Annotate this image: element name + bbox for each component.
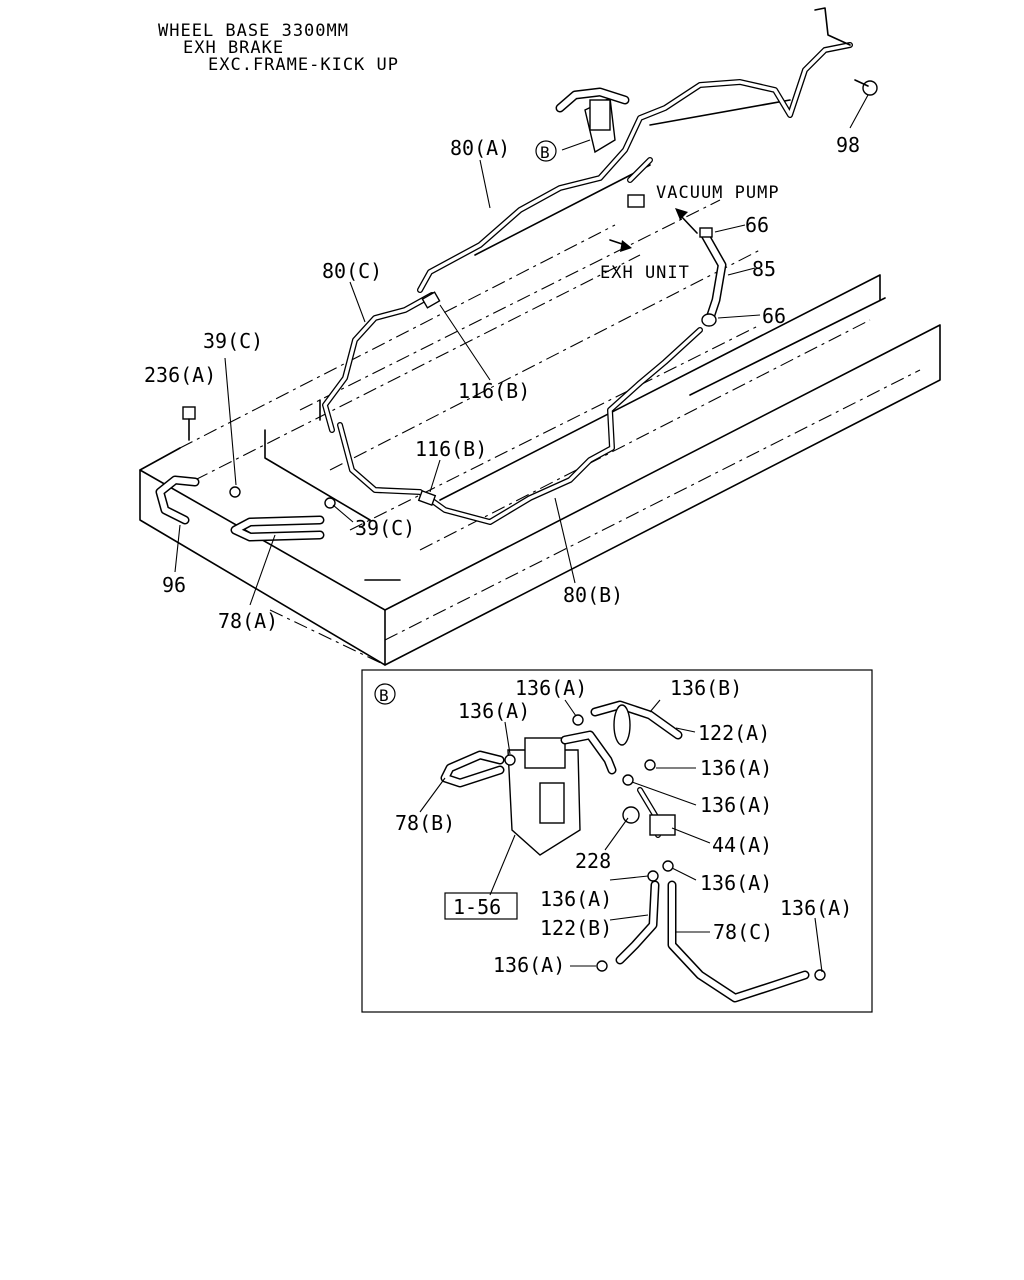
- exh-brake-valve-assembly: [555, 87, 630, 154]
- detail-b-marker: B: [379, 686, 389, 705]
- clip-39c: [229, 486, 336, 509]
- callout-116b-top: 116(B): [458, 379, 530, 403]
- detail-label-136a-8: 136(A): [493, 953, 565, 977]
- direction-arrows: [609, 208, 698, 252]
- ref-1-56-box: [444, 892, 518, 920]
- hose-85: [700, 230, 727, 323]
- detail-label-78b: 78(B): [395, 811, 455, 835]
- callout-85: 85: [752, 257, 776, 281]
- pipe-80a: [417, 42, 853, 293]
- detail-b-frame: [361, 669, 873, 1013]
- detail-filter-assembly: [440, 730, 617, 856]
- connectors-116b: [417, 291, 441, 506]
- bracket-98: [814, 7, 878, 96]
- callout-98: 98: [836, 133, 860, 157]
- callout-vacuum-pump: VACUUM PUMP: [656, 183, 780, 203]
- detail-hose-122b: [615, 880, 660, 965]
- header-line-2: EXH BRAKE: [183, 38, 284, 58]
- header-line-3: EXC.FRAME-KICK UP: [208, 55, 399, 75]
- detail-valve-44a: [622, 787, 676, 838]
- callout-80b: 80(B): [563, 583, 623, 607]
- main-callouts: 98 80(A) B VACUUM PUMP 66 EXH UNIT 85 66…: [144, 133, 860, 633]
- detail-label-44a: 44(A): [712, 833, 772, 857]
- detail-label-136b: 136(B): [670, 676, 742, 700]
- callout-236a: 236(A): [144, 363, 216, 387]
- callout-66-top: 66: [745, 213, 769, 237]
- detail-b-panel: B: [361, 669, 873, 1013]
- ref-1-56: 1-56: [453, 895, 501, 919]
- connector-upper: [627, 157, 653, 208]
- detail-label-136a-2: 136(A): [458, 699, 530, 723]
- detail-label-136a-6: 136(A): [700, 871, 772, 895]
- pipe-80c: [322, 292, 435, 433]
- detail-label-122b: 122(B): [540, 916, 612, 940]
- hose-96: [155, 475, 200, 525]
- detail-label-136a-3: 136(A): [700, 756, 772, 780]
- callout-96: 96: [162, 573, 186, 597]
- detail-label-78c: 78(C): [713, 920, 773, 944]
- clamps-66: [699, 227, 717, 327]
- callout-80c: 80(C): [322, 259, 382, 283]
- detail-b-marker-circle: [374, 683, 396, 705]
- callout-66-bot: 66: [762, 304, 786, 328]
- callout-116b-bot: 116(B): [415, 437, 487, 461]
- callout-b-circle: [535, 140, 557, 162]
- detail-label-136a-5: 136(A): [540, 887, 612, 911]
- detail-label-136a-7: 136(A): [780, 896, 852, 920]
- hose-78a: [230, 515, 325, 542]
- bolt-236a: [182, 406, 196, 441]
- detail-label-122a: 122(A): [698, 721, 770, 745]
- detail-label-228: 228: [575, 849, 611, 873]
- frame-rail: [139, 99, 941, 666]
- callout-78a: 78(A): [218, 609, 278, 633]
- detail-hose-136b: [590, 700, 683, 746]
- main-leaders: [174, 94, 869, 606]
- callout-39c-top: 39(C): [203, 329, 263, 353]
- detail-clamps: [504, 714, 826, 981]
- callout-80a: 80(A): [450, 136, 510, 160]
- pipe-80b: [337, 327, 703, 525]
- diagram-header: WHEEL BASE 3300MM EXH BRAKE EXC.FRAME-KI…: [158, 21, 399, 75]
- callout-39c-bot: 39(C): [355, 516, 415, 540]
- detail-label-136a-1: 136(A): [515, 676, 587, 700]
- detail-leaders: [419, 699, 823, 973]
- callout-exh-unit: EXH UNIT: [600, 263, 690, 283]
- header-line-1: WHEEL BASE 3300MM: [158, 21, 349, 41]
- detail-hose-78c: [667, 880, 810, 1003]
- callout-b: B: [540, 143, 550, 162]
- detail-label-136a-4: 136(A): [700, 793, 772, 817]
